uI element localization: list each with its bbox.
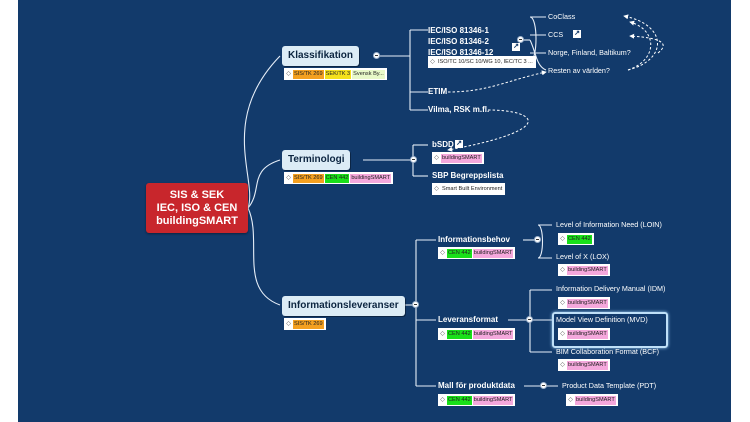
tag-cen: CEN 442 xyxy=(447,248,472,258)
topic-terminologi[interactable]: Terminologi xyxy=(282,150,351,170)
standard-81346-2: IEC/ISO 81346-2 xyxy=(428,37,489,46)
collapse-informationsleveranser-button[interactable] xyxy=(412,301,419,308)
selected-node-highlight[interactable] xyxy=(552,312,668,348)
idm-node[interactable]: Information Delivery Manual (IDM) xyxy=(556,284,666,293)
tag-buildingsmart: buildingSMART xyxy=(575,395,616,405)
tag-cen: CEN 442 xyxy=(447,329,472,339)
loin-tags: ◇ CEN 442 xyxy=(558,233,594,245)
tag-icon: ◇ xyxy=(434,154,439,161)
lox-node[interactable]: Level of X (LOX) xyxy=(556,252,610,261)
region-nordic[interactable]: Norge, Finland, Baltikum? xyxy=(548,48,631,57)
bsdd-node[interactable]: bSDD xyxy=(432,140,454,149)
mall-tags: ◇ CEN 442 buildingSMART xyxy=(438,394,516,406)
hyperlink-icon[interactable]: ↗ xyxy=(455,140,463,148)
tag-cen: CEN 442 xyxy=(324,173,350,183)
tag-buildingsmart: buildingSMART xyxy=(472,395,514,405)
tag-buildingsmart: buildingSMART xyxy=(567,329,608,339)
central-topic-line-2: IEC, ISO & CEN xyxy=(156,201,238,214)
tag-icon: ◇ xyxy=(440,330,445,337)
hyperlink-icon[interactable]: ↗ xyxy=(512,43,520,51)
pdt-tags: ◇ buildingSMART xyxy=(566,394,618,406)
sbp-tags: ◇ Smart Built Environment xyxy=(432,183,506,195)
tag-icon: ◇ xyxy=(440,249,445,256)
tag-buildingsmart: buildingSMART xyxy=(567,360,608,370)
region-ccs[interactable]: CCS xyxy=(548,30,564,39)
connectors xyxy=(243,14,664,387)
bsdd-tags: ◇ buildingSMART xyxy=(432,152,484,164)
etim-node[interactable]: ETIM xyxy=(428,87,448,96)
tag-buildingsmart: buildingSMART xyxy=(472,248,514,258)
standard-81346-1: IEC/ISO 81346-1 xyxy=(428,26,489,35)
collapse-leveransformat-button[interactable] xyxy=(526,316,533,323)
tag-buildingsmart: buildingSMART xyxy=(567,265,608,275)
tag-svensk-byggtjanst: Svensk By... xyxy=(352,69,385,79)
mvd-node[interactable]: Model View Definition (MVD) xyxy=(556,315,648,324)
tag-icon: ◇ xyxy=(430,58,435,65)
iec-iso-standards[interactable]: IEC/ISO 81346-1 IEC/ISO 81346-2 IEC/ISO … xyxy=(428,25,493,58)
vilma-node[interactable]: Vilma, RSK m.fl. xyxy=(428,105,490,114)
idm-tags: ◇ buildingSMART xyxy=(558,297,610,309)
tag-iso-tc: ISO/TC 10/SC 10/WG 10, IEC/TC 3 ... xyxy=(438,58,533,65)
region-coclass[interactable]: CoClass xyxy=(548,12,576,21)
mvd-tags: ◇ buildingSMART xyxy=(558,328,610,340)
sbp-begreppslista-node[interactable]: SBP Begreppslista xyxy=(432,171,504,180)
tag-icon: ◇ xyxy=(560,330,565,337)
collapse-klassifikation-button[interactable] xyxy=(373,52,380,59)
tag-icon: ◇ xyxy=(434,185,439,192)
collapse-standards-button[interactable] xyxy=(517,36,524,43)
tag-icon: ◇ xyxy=(560,235,565,242)
pdt-node[interactable]: Product Data Template (PDT) xyxy=(562,381,657,390)
informationsleveranser-tags: ◇ SIS/TK 269 xyxy=(284,318,326,330)
tag-buildingsmart: buildingSMART xyxy=(350,173,392,183)
leveransformat-tags: ◇ CEN 442 buildingSMART xyxy=(438,328,516,340)
central-topic-line-1: SIS & SEK xyxy=(169,188,225,201)
bcf-tags: ◇ buildingSMART xyxy=(558,359,610,371)
tag-buildingsmart: buildingSMART xyxy=(567,298,608,308)
klassifikation-tags: ◇ SIS/TK 269 SEK/TK 3 Svensk By... xyxy=(284,68,387,80)
tag-icon: ◇ xyxy=(560,299,565,306)
mall-produktdata-node[interactable]: Mall för produktdata xyxy=(438,381,515,390)
topic-informationsleveranser-label: Informationsleveranser xyxy=(288,300,399,311)
central-topic-line-3: buildingSMART xyxy=(156,214,238,227)
mind-map-canvas: SIS & SEK IEC, ISO & CEN buildingSMART K… xyxy=(18,0,731,422)
leveransformat-node[interactable]: Leveransformat xyxy=(438,315,499,324)
tag-sek: SEK/TK 3 xyxy=(324,69,352,79)
tag-icon: ◇ xyxy=(286,70,291,77)
tag-buildingsmart: buildingSMART xyxy=(472,329,514,339)
loin-node[interactable]: Level of Information Need (LOIN) xyxy=(556,220,662,229)
tag-icon: ◇ xyxy=(286,174,291,181)
informationsbehov-node[interactable]: Informationsbehov xyxy=(438,235,511,244)
hyperlink-icon[interactable]: ↗ xyxy=(573,30,581,38)
lox-tags: ◇ buildingSMART xyxy=(558,264,610,276)
tag-icon: ◇ xyxy=(568,396,573,403)
topic-klassifikation[interactable]: Klassifikation xyxy=(282,46,360,66)
tag-sis: SIS/TK 269 xyxy=(293,69,324,79)
tag-cen: CEN 442 xyxy=(567,234,592,244)
collapse-mall-button[interactable] xyxy=(540,382,547,389)
tag-sis: SIS/TK 269 xyxy=(293,319,324,329)
tag-icon: ◇ xyxy=(286,320,291,327)
tag-icon: ◇ xyxy=(560,266,565,273)
central-topic[interactable]: SIS & SEK IEC, ISO & CEN buildingSMART xyxy=(146,183,248,233)
informationsbehov-tags: ◇ CEN 442 buildingSMART xyxy=(438,247,516,259)
tag-icon: ◇ xyxy=(560,361,565,368)
topic-informationsleveranser[interactable]: Informationsleveranser xyxy=(282,296,405,316)
region-rest-of-world[interactable]: Resten av världen? xyxy=(548,66,610,75)
collapse-terminologi-button[interactable] xyxy=(410,156,417,163)
collapse-informationsbehov-button[interactable] xyxy=(534,236,541,243)
standard-81346-12: IEC/ISO 81346-12 xyxy=(428,48,494,57)
terminologi-tags: ◇ SIS/TK 269 CEN 442 buildingSMART xyxy=(284,172,394,184)
tag-smart-built-environment: Smart Built Environment xyxy=(442,185,503,192)
standards-tags: ◇ ISO/TC 10/SC 10/WG 10, IEC/TC 3 ... xyxy=(428,56,536,68)
bcf-node[interactable]: BIM Collaboration Format (BCF) xyxy=(556,347,660,356)
topic-klassifikation-label: Klassifikation xyxy=(288,50,354,61)
tag-cen: CEN 442 xyxy=(447,395,472,405)
tag-buildingsmart: buildingSMART xyxy=(441,153,482,163)
tag-icon: ◇ xyxy=(440,396,445,403)
tag-sis: SIS/TK 269 xyxy=(293,173,324,183)
topic-terminologi-label: Terminologi xyxy=(288,154,345,165)
